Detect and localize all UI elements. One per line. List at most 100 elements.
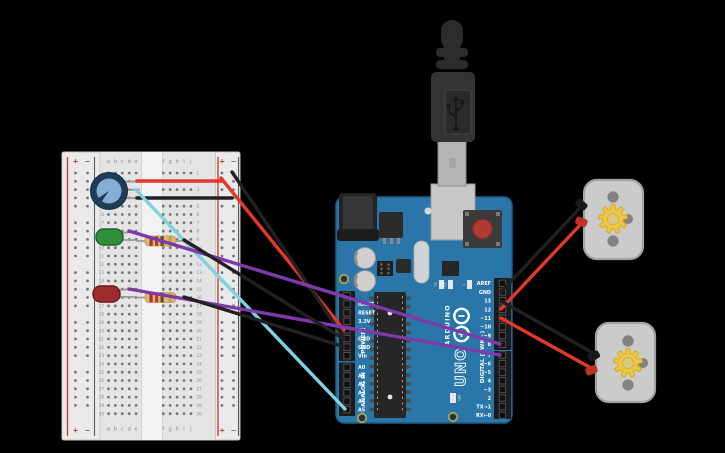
cable-boot <box>441 20 463 50</box>
pin-socket[interactable] <box>498 359 507 368</box>
wire-gnd-to-motor1-black[interactable] <box>499 207 581 294</box>
usb-plug-notch <box>449 158 456 168</box>
row-number: 9 <box>197 237 200 242</box>
column-letter: h <box>175 427 178 433</box>
row-number: 16 <box>197 295 203 300</box>
pin-socket[interactable] <box>343 352 351 360</box>
pin-socket[interactable] <box>343 300 351 308</box>
usb-interface-chip <box>442 261 459 276</box>
power-group-label: POWER <box>361 330 367 354</box>
pin-socket[interactable] <box>498 279 507 287</box>
dc-motor-1[interactable] <box>582 178 645 261</box>
row-number: 10 <box>99 245 105 250</box>
pin-socket[interactable] <box>343 309 351 317</box>
row-number: 26 <box>197 378 203 383</box>
pin-label: A4 <box>358 399 366 405</box>
pin-label: A5 <box>358 408 366 414</box>
motor-mount-dot <box>622 335 634 347</box>
reset-button-cap[interactable] <box>472 218 493 240</box>
row-number: 12 <box>197 262 203 267</box>
on-led <box>450 393 456 403</box>
wire-res1-to-gnd[interactable] <box>182 238 346 341</box>
pin-socket[interactable] <box>498 385 507 394</box>
motor-gear <box>612 348 644 378</box>
pin-label: 2 <box>488 396 491 402</box>
motor1-red-terminal[interactable] <box>574 216 588 228</box>
pin-socket[interactable] <box>498 394 507 402</box>
digital-header-bottom[interactable] <box>494 351 511 419</box>
pin-label: ~9 <box>483 333 491 339</box>
pin-socket[interactable] <box>343 389 351 397</box>
pin-socket[interactable] <box>343 380 351 388</box>
row-number: 1 <box>197 171 200 176</box>
rail-minus-label: − <box>85 158 91 166</box>
analog-group-label: ANALOG IN <box>361 372 367 407</box>
pin-socket[interactable] <box>343 317 351 325</box>
pin-label: ~5 <box>483 370 491 376</box>
row-number: 7 <box>197 220 200 225</box>
column-letter: g <box>169 159 172 165</box>
arduino-uno[interactable]: TX RX L ON AREFGND1312~11~10~987~6~54~32… <box>335 183 513 424</box>
capacitor <box>353 247 376 269</box>
wire-pin13-to-motor2-black[interactable] <box>499 299 595 355</box>
pin-socket[interactable] <box>498 323 507 331</box>
pin-socket[interactable] <box>498 411 507 419</box>
pin-socket[interactable] <box>498 368 507 376</box>
wire-pot-wiper-to-a5[interactable] <box>134 188 347 411</box>
digital-header-top[interactable] <box>494 278 511 350</box>
column-letter: j <box>189 427 191 433</box>
led-body[interactable] <box>95 228 124 246</box>
row-number: 21 <box>197 337 203 342</box>
pin-socket[interactable] <box>498 377 507 385</box>
pin-socket[interactable] <box>498 331 507 340</box>
wire-pin11-to-motor2-red[interactable] <box>499 316 593 370</box>
pin-label: TX→1 <box>476 405 491 411</box>
motor2-black-terminal[interactable] <box>587 350 601 363</box>
row-number: 22 <box>197 345 203 350</box>
usb-cable[interactable] <box>431 20 475 187</box>
potentiometer[interactable] <box>90 172 140 210</box>
pin-label: RX←0 <box>476 413 492 419</box>
motor2-red-terminal[interactable] <box>584 364 598 376</box>
led-body[interactable] <box>92 285 121 303</box>
column-letter: c <box>121 427 124 433</box>
motor1-black-terminal[interactable] <box>574 198 588 212</box>
mounting-hole <box>356 412 368 424</box>
reset-button[interactable] <box>463 210 502 248</box>
column-letter: f <box>162 159 164 165</box>
power-header[interactable] <box>339 291 355 361</box>
dc-motor-2[interactable] <box>594 321 657 404</box>
pin-label: GND <box>358 345 370 351</box>
pin-label: ~11 <box>480 316 492 322</box>
wire-led1-to-pin8[interactable] <box>127 229 502 346</box>
pin-label: A2 <box>358 382 365 388</box>
brand-label: ARDUINO <box>444 304 452 345</box>
wires[interactable] <box>127 170 595 411</box>
row-number: 26 <box>99 378 105 383</box>
rail-plus-label: + <box>219 158 225 166</box>
wire-pin12-to-motor1-red[interactable] <box>499 222 583 311</box>
wire-minus-rail-to-gnd[interactable] <box>230 170 346 340</box>
row-number: 27 <box>99 386 105 391</box>
l-led-label: L <box>462 283 466 285</box>
row-number: 13 <box>197 270 203 275</box>
row-number: 25 <box>197 370 203 375</box>
on-led-label: ON <box>458 395 462 401</box>
row-number: 17 <box>197 303 203 308</box>
pin-socket[interactable] <box>343 363 351 371</box>
wire-res2-to-gnd[interactable] <box>182 295 347 349</box>
pin-socket[interactable] <box>343 372 351 380</box>
row-number: 22 <box>99 345 105 350</box>
column-letter: d <box>128 159 131 165</box>
pin-socket[interactable] <box>498 402 507 411</box>
column-letter: g <box>169 427 172 433</box>
row-number: 11 <box>99 254 105 259</box>
mounting-hole <box>447 411 459 423</box>
voltage-regulator <box>379 212 403 244</box>
mounting-hole <box>424 207 432 215</box>
l-led <box>467 280 472 289</box>
icsp-header <box>377 261 393 276</box>
row-number: 20 <box>197 328 203 333</box>
pin-socket[interactable] <box>343 397 351 405</box>
row-number: 6 <box>101 212 104 217</box>
